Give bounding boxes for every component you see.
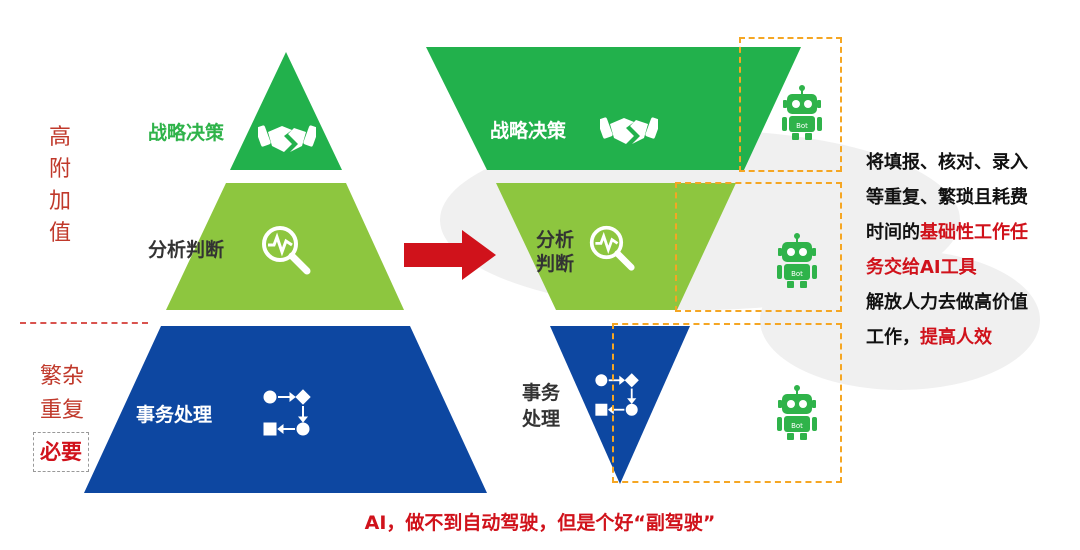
necessary-box: 必要 xyxy=(33,432,89,472)
inverted-middle-line: 分析 xyxy=(536,229,575,251)
process-flow-icon xyxy=(263,389,311,436)
pyramid-middle-label: 分析判断 xyxy=(148,239,225,261)
description-line: 等重复、繁琐且耗费 xyxy=(866,187,1028,208)
pyramid-bottom xyxy=(84,326,487,493)
handshake-icon xyxy=(600,117,658,144)
inverted-top-label: 战略决策 xyxy=(490,120,567,142)
robot-badge-text: Bot xyxy=(796,122,808,130)
robot-badge-text: Bot xyxy=(791,270,803,278)
ai-box-middle xyxy=(675,182,842,312)
repeat-text: 重复 xyxy=(39,398,84,423)
inverted-bottom-label: 事务 处理 xyxy=(522,380,560,432)
inverted-bottom xyxy=(550,326,690,484)
handshake-icon xyxy=(258,125,316,152)
inverted-bottom-line: 事务 xyxy=(522,382,561,404)
analysis-magnifier-icon xyxy=(262,226,311,275)
inverted-top xyxy=(426,47,801,170)
description-text: 将填报、核对、录入 等重复、繁琐且耗费 时间的基础性工作任 务交给AI工具 解放… xyxy=(866,145,1066,355)
complex-text: 繁杂 xyxy=(39,364,84,389)
description-highlight: 务交给AI工具 xyxy=(866,257,977,278)
transform-arrow-icon xyxy=(404,230,496,280)
necessary-text: 必要 xyxy=(40,440,82,464)
ai-box-bottom xyxy=(612,323,842,483)
analysis-magnifier-icon xyxy=(589,225,635,271)
caption: AI，做不到自动驾驶，但是个好“副驾驶” xyxy=(364,512,716,534)
high-value-char: 高 xyxy=(48,125,71,150)
inverted-middle-line: 判断 xyxy=(536,253,575,275)
robot-icon: Bot xyxy=(782,85,822,140)
robot-badge-text: Bot xyxy=(791,422,803,430)
description-line: 工作，提高人效 xyxy=(866,327,992,348)
description-line: 时间的基础性工作任 xyxy=(866,222,1028,243)
description-highlight: 提高人效 xyxy=(920,327,992,348)
robot-icon: Bot xyxy=(777,233,817,288)
description-highlight: 基础性工作任 xyxy=(920,222,1028,243)
inverted-middle-label: 分析 判断 xyxy=(536,228,574,276)
complex-label: 繁杂 重复 xyxy=(34,360,90,428)
pyramid-top-label: 战略决策 xyxy=(148,122,225,144)
high-value-char: 加 xyxy=(48,189,71,214)
high-value-char: 附 xyxy=(48,157,71,182)
robot-icon: Bot xyxy=(777,385,817,440)
description-line: 将填报、核对、录入 xyxy=(866,152,1028,173)
ai-box-top xyxy=(739,37,842,172)
high-value-label: 高 附 加 值 xyxy=(40,122,80,250)
pyramid-bottom-label: 事务处理 xyxy=(136,404,213,426)
inverted-bottom-line: 处理 xyxy=(522,408,561,430)
divider-line xyxy=(20,322,148,324)
high-value-char: 值 xyxy=(48,221,71,246)
description-line: 解放人力去做高价值 xyxy=(866,292,1028,313)
